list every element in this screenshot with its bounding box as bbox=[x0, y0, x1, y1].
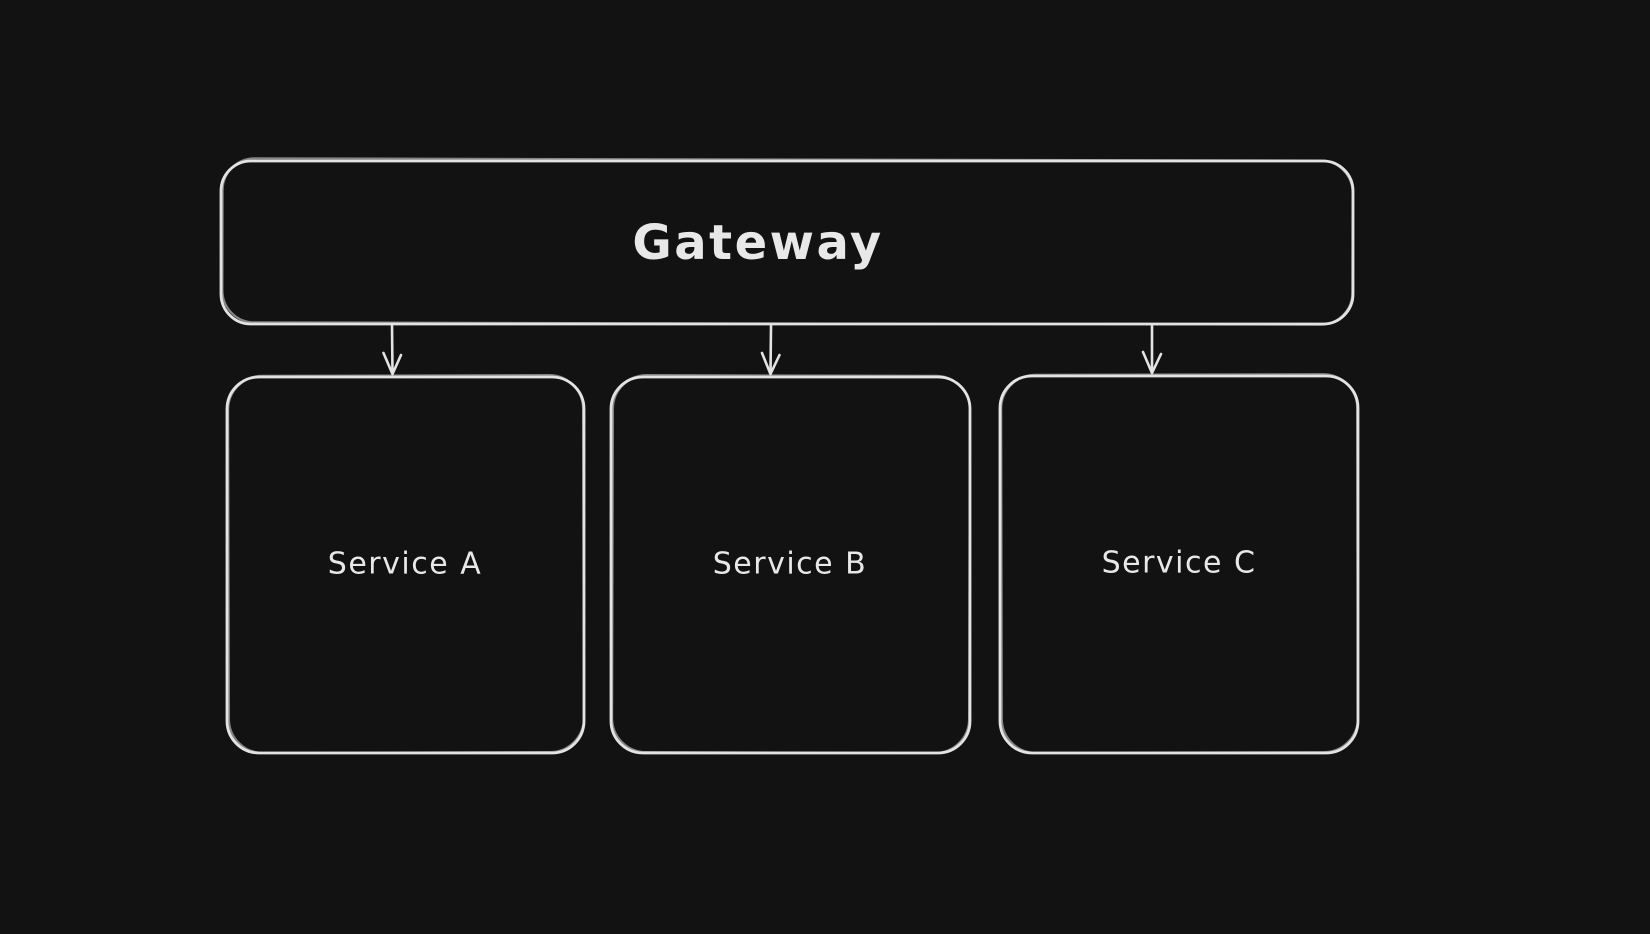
arrow-gateway-service-a[interactable] bbox=[382, 324, 403, 376]
gateway-node[interactable]: Gateway bbox=[219, 157, 1355, 326]
service-b-box-sketch-stroke bbox=[610, 374, 972, 754]
service-a-box-sketch-stroke bbox=[226, 374, 586, 754]
service-b-node[interactable]: Service B bbox=[609, 374, 972, 755]
service-c-label: Service C bbox=[1102, 546, 1257, 581]
gateway-label: Gateway bbox=[632, 215, 883, 271]
arrow-gateway-service-c[interactable] bbox=[1141, 324, 1163, 375]
service-b-label: Service B bbox=[713, 547, 868, 582]
service-c-node[interactable]: Service C bbox=[998, 373, 1360, 755]
service-a-label: Service A bbox=[328, 547, 482, 582]
service-c-box-sketch-stroke bbox=[1000, 373, 1359, 754]
gateway-box-sketch-stroke bbox=[221, 157, 1354, 326]
arrow-gateway-service-b[interactable] bbox=[760, 324, 781, 376]
service-a-node[interactable]: Service A bbox=[225, 374, 586, 755]
